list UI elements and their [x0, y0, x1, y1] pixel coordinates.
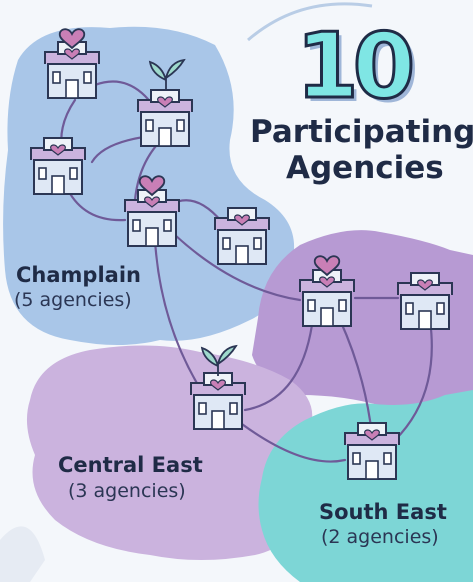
- decorative-blob: [0, 526, 45, 582]
- headline-line-1: Participating: [250, 114, 473, 150]
- region-name-central-east: Central East: [58, 453, 203, 477]
- south-east-region: [258, 390, 473, 582]
- decorative-arc: [247, 2, 373, 42]
- region-name-south-east: South East: [319, 500, 447, 524]
- region-count-champlain: (5 agencies): [14, 289, 132, 311]
- region-count-central-east: (3 agencies): [68, 480, 186, 502]
- agency-count: 10: [294, 14, 416, 119]
- headline-line-2: Agencies: [286, 150, 444, 186]
- region-count-south-east: (2 agencies): [321, 526, 439, 548]
- region-name-champlain: Champlain: [16, 263, 141, 287]
